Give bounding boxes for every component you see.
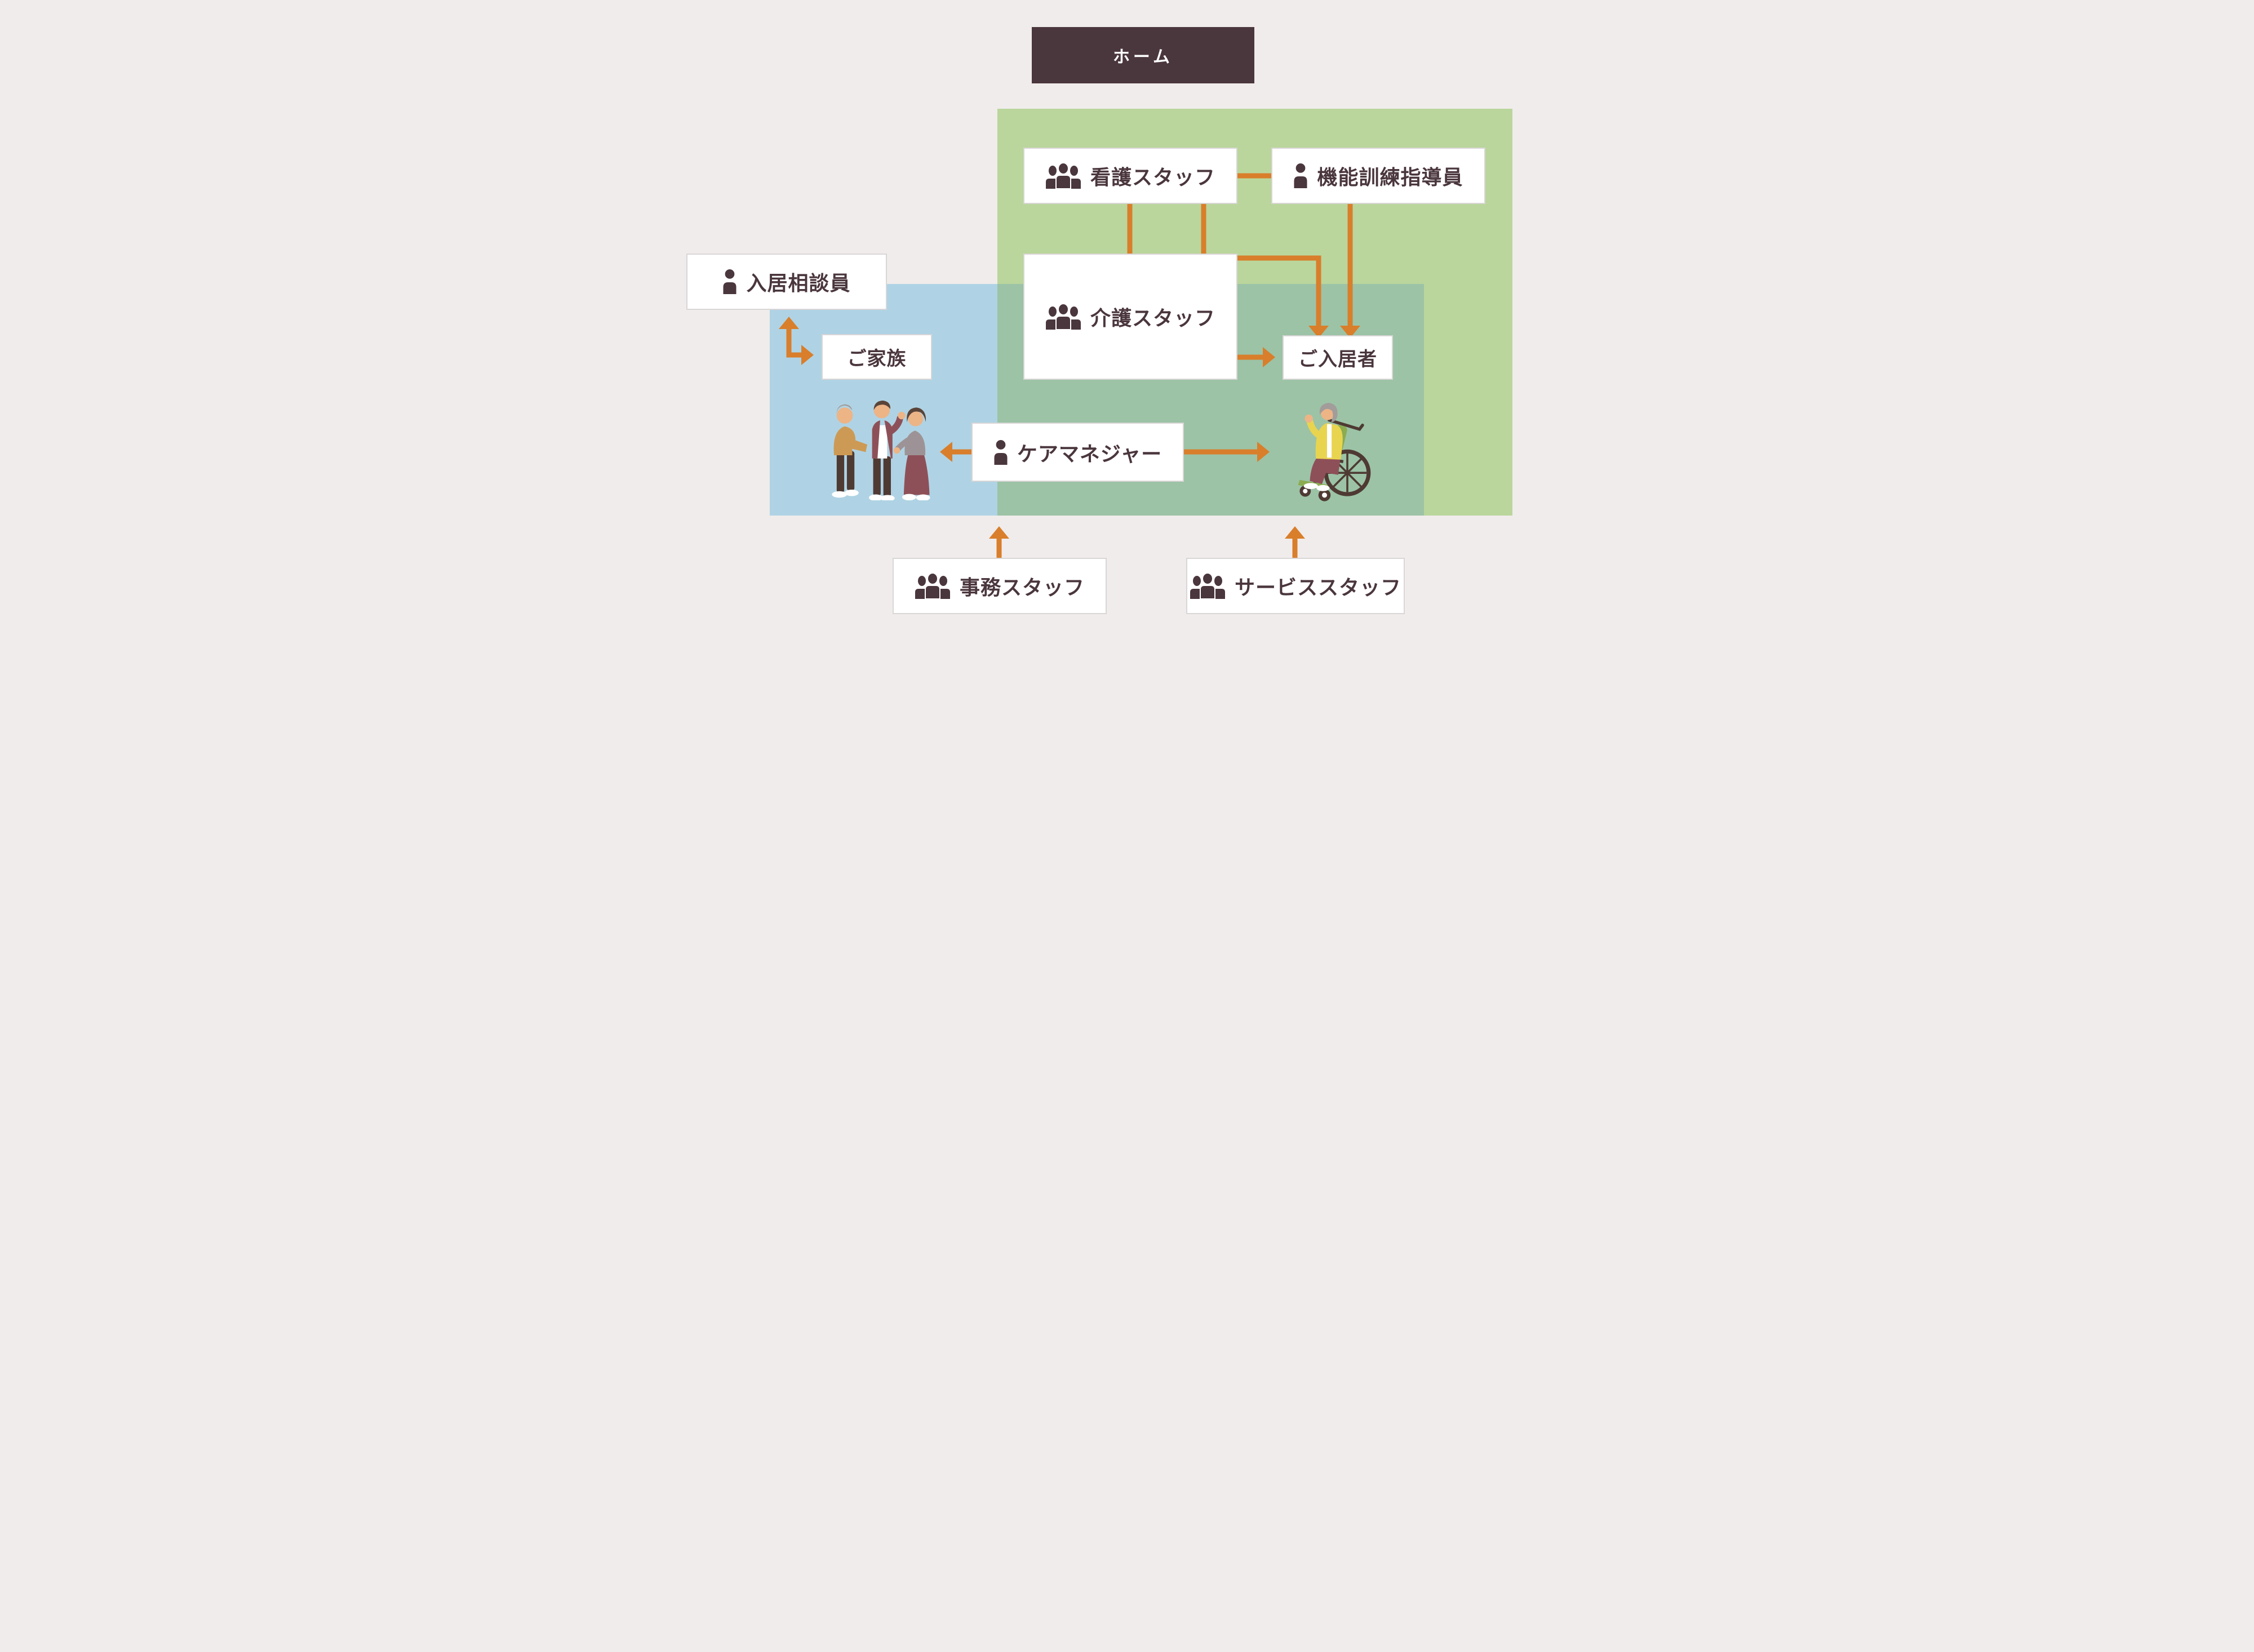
family-illustration [832, 400, 930, 500]
resident-wheelchair-illustration [1298, 403, 1371, 501]
node-label: 介護スタッフ [1090, 307, 1215, 330]
home-header: ホーム [1032, 27, 1254, 83]
node-label: サービススタッフ [1234, 576, 1401, 599]
node-resident: ご入居者 [1283, 335, 1393, 380]
person-icon [1294, 163, 1308, 188]
node-label: ご家族 [847, 348, 907, 370]
person-icon [723, 269, 737, 294]
person-icon [994, 439, 1008, 465]
node-move-in-consultant: 入居相談員 [686, 254, 887, 310]
group-icon [915, 573, 950, 599]
node-label: 機能訓練指導員 [1317, 166, 1463, 189]
group-icon [1045, 163, 1081, 189]
node-label: 事務スタッフ [959, 576, 1085, 599]
node-nursing-staff: 看護スタッフ [1023, 148, 1237, 204]
node-care-manager: ケアマネジャー [971, 423, 1184, 482]
node-service-staff: サービススタッフ [1186, 558, 1405, 614]
node-label: 入居相談員 [746, 272, 851, 295]
node-office-staff: 事務スタッフ [893, 558, 1107, 614]
node-care-staff: 介護スタッフ [1023, 254, 1237, 380]
group-icon [1190, 573, 1225, 599]
node-label: ケアマネジャー [1017, 442, 1163, 465]
node-label: 看護スタッフ [1090, 166, 1215, 189]
home-header-label: ホーム [1112, 48, 1174, 66]
node-label: ご入居者 [1298, 349, 1377, 370]
node-family: ご家族 [822, 334, 932, 380]
group-icon [1045, 304, 1081, 330]
node-function-training-instructor: 機能訓練指導員 [1271, 148, 1485, 204]
care-home-organization-diagram: ホーム 看護スタッフ 機能訓練指導員 入居相談員 ご家族 介護ス [685, 0, 1569, 647]
